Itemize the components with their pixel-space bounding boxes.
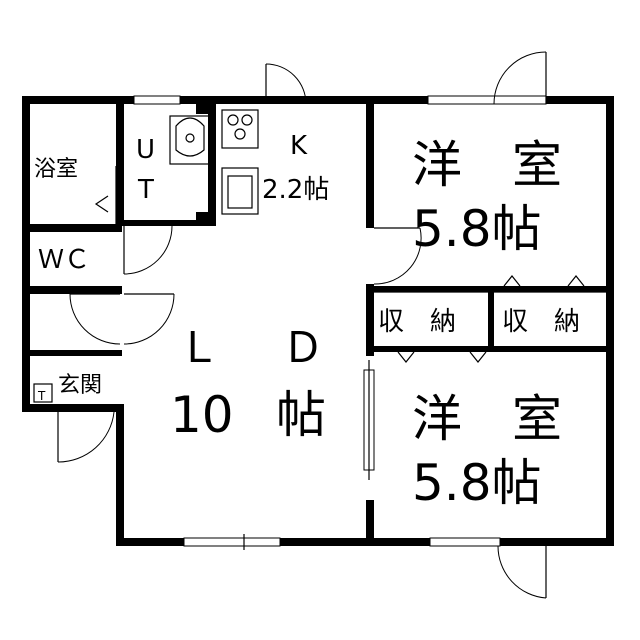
storage-2-label: 収 納 [502, 307, 580, 337]
utility-label-t: T [137, 175, 154, 205]
living-dining-size-num: 10 [170, 386, 234, 444]
windows [133, 95, 547, 550]
western-room-1-size: 5.8帖 [412, 200, 542, 258]
entrance-mark: T [37, 389, 46, 403]
interior-walls [22, 96, 614, 546]
bath-label: 浴室 [34, 157, 78, 182]
labels: 浴室 U T K 2.2帖 洋 室 5.8帖 収 納 収 納 ＷＣ 玄関 T Ｌ… [34, 131, 580, 512]
utility-label-u: U [136, 135, 155, 165]
fixtures [33, 109, 606, 403]
living-dining-l: Ｌ [178, 323, 220, 372]
living-dining-size-unit: 帖 [276, 386, 326, 444]
doors [57, 51, 585, 599]
wc-label: ＷＣ [38, 245, 90, 275]
storage-1-label: 収 納 [378, 307, 456, 337]
western-room-1-name: 洋 室 [412, 136, 562, 194]
living-dining-d: Ｄ [282, 323, 324, 372]
entrance-label: 玄関 [58, 373, 102, 398]
outer-walls [22, 96, 614, 546]
western-room-2-size: 5.8帖 [412, 454, 542, 512]
western-room-2-name: 洋 室 [412, 390, 562, 448]
kitchen-size-label: 2.2帖 [262, 175, 329, 205]
kitchen-label: K [290, 131, 308, 161]
